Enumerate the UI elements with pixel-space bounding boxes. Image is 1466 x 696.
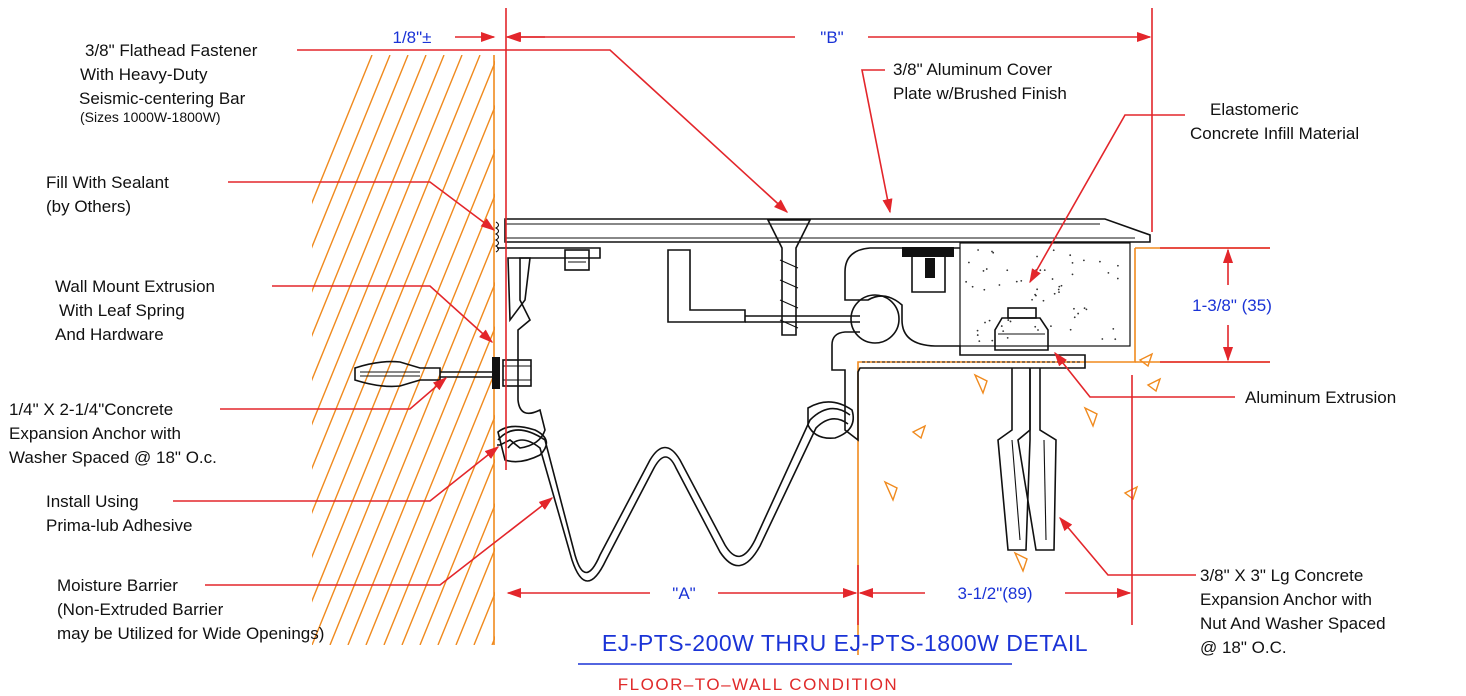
callout-fastener: 3/8" Flathead Fastener With Heavy-Duty S…	[79, 41, 258, 125]
svg-text:Concrete Infill Material: Concrete Infill Material	[1190, 124, 1359, 143]
callout-extrusion: Aluminum Extrusion	[1245, 388, 1396, 407]
svg-text:@ 18" O.C.: @ 18" O.C.	[1200, 638, 1287, 657]
flathead-fastener	[766, 219, 812, 336]
svg-text:Moisture Barrier: Moisture Barrier	[57, 576, 178, 595]
dim-a: "A"	[672, 584, 695, 603]
aluminum-extrusion	[831, 247, 1086, 442]
wall-mount-extrusion	[497, 247, 601, 449]
svg-text:(Sizes 1000W-1800W): (Sizes 1000W-1800W)	[80, 109, 221, 125]
pivot-bushing	[850, 294, 900, 344]
svg-text:Nut And Washer Spaced: Nut And Washer Spaced	[1200, 614, 1386, 633]
svg-text:Prima-lub Adhesive: Prima-lub Adhesive	[46, 516, 192, 535]
svg-text:Elastomeric: Elastomeric	[1210, 100, 1299, 119]
floor-anchor-nut	[994, 317, 1049, 351]
dim-width: 3-1/2"(89)	[957, 584, 1032, 603]
svg-text:Washer Spaced @ 18" O.c.: Washer Spaced @ 18" O.c.	[9, 448, 217, 467]
svg-text:With Leaf Spring: With Leaf Spring	[59, 301, 185, 320]
svg-text:(Non-Extruded Barrier: (Non-Extruded Barrier	[57, 600, 224, 619]
svg-text:Wall Mount Extrusion: Wall Mount Extrusion	[55, 277, 215, 296]
aluminum-cover-plate	[504, 218, 1151, 243]
svg-text:Seismic-centering Bar: Seismic-centering Bar	[79, 89, 246, 108]
svg-text:Plate w/Brushed Finish: Plate w/Brushed Finish	[893, 84, 1067, 103]
sealant-bead	[494, 221, 500, 253]
callout-floor-anchor: 3/8" X 3" Lg Concrete Expansion Anchor w…	[1200, 566, 1386, 657]
centering-bar-block	[902, 247, 954, 257]
callout-sealant: Fill With Sealant (by Others)	[46, 173, 169, 216]
svg-text:(by Others): (by Others)	[46, 197, 131, 216]
svg-text:3/8" X 3" Lg Concrete: 3/8" X 3" Lg Concrete	[1200, 566, 1363, 585]
svg-text:Fill With Sealant: Fill With Sealant	[46, 173, 169, 192]
barrier-bulb-right	[807, 401, 854, 440]
moisture-barrier	[497, 407, 851, 574]
callout-infill: Elastomeric Concrete Infill Material	[1190, 100, 1359, 143]
drawing-title: EJ-PTS-200W THRU EJ-PTS-1800W DETAIL	[602, 630, 1088, 656]
elastomeric-infill	[959, 242, 1131, 347]
dim-height: 1-3/8" (35)	[1192, 296, 1272, 315]
svg-text:Install Using: Install Using	[46, 492, 139, 511]
svg-text:Expansion Anchor with: Expansion Anchor with	[1200, 590, 1372, 609]
leaf-spring	[507, 257, 531, 323]
dimensions: 1/8"± "B" 1-3/8" (35) "A" 3-1/2"(89)	[393, 8, 1272, 625]
barrier-bulb-left	[497, 425, 548, 463]
svg-text:And Hardware: And Hardware	[55, 325, 164, 344]
dim-b: "B"	[820, 28, 843, 47]
callout-wall-mount: Wall Mount Extrusion With Leaf Spring An…	[55, 277, 215, 344]
leader-lines	[173, 49, 1235, 586]
callout-adhesive: Install Using Prima-lub Adhesive	[46, 492, 192, 535]
svg-text:may be Utilized for Wide Openi: may be Utilized for Wide Openings)	[57, 624, 324, 643]
svg-text:Aluminum Extrusion: Aluminum Extrusion	[1245, 388, 1396, 407]
callout-cover-plate: 3/8" Aluminum Cover Plate w/Brushed Fini…	[893, 60, 1067, 103]
title-block: EJ-PTS-200W THRU EJ-PTS-1800W DETAIL FLO…	[578, 630, 1088, 694]
dim-gap: 1/8"±	[393, 28, 432, 47]
svg-text:1/4" X 2-1/4"Concrete: 1/4" X 2-1/4"Concrete	[9, 400, 173, 419]
floor-expansion-anchor	[997, 368, 1057, 551]
seismic-centering-bar	[667, 249, 746, 323]
svg-text:3/8" Aluminum Cover: 3/8" Aluminum Cover	[893, 60, 1052, 79]
drawing-subtitle: FLOOR–TO–WALL CONDITION	[618, 675, 898, 694]
concrete-wall-section	[312, 55, 495, 645]
joint-assembly	[354, 218, 1151, 582]
svg-text:3/8" Flathead Fastener: 3/8" Flathead Fastener	[85, 41, 258, 60]
callout-wall-anchor: 1/4" X 2-1/4"Concrete Expansion Anchor w…	[9, 400, 217, 467]
svg-text:Expansion Anchor with: Expansion Anchor with	[9, 424, 181, 443]
svg-text:With Heavy-Duty: With Heavy-Duty	[80, 65, 208, 84]
callout-moisture-barrier: Moisture Barrier (Non-Extruded Barrier m…	[57, 576, 324, 643]
